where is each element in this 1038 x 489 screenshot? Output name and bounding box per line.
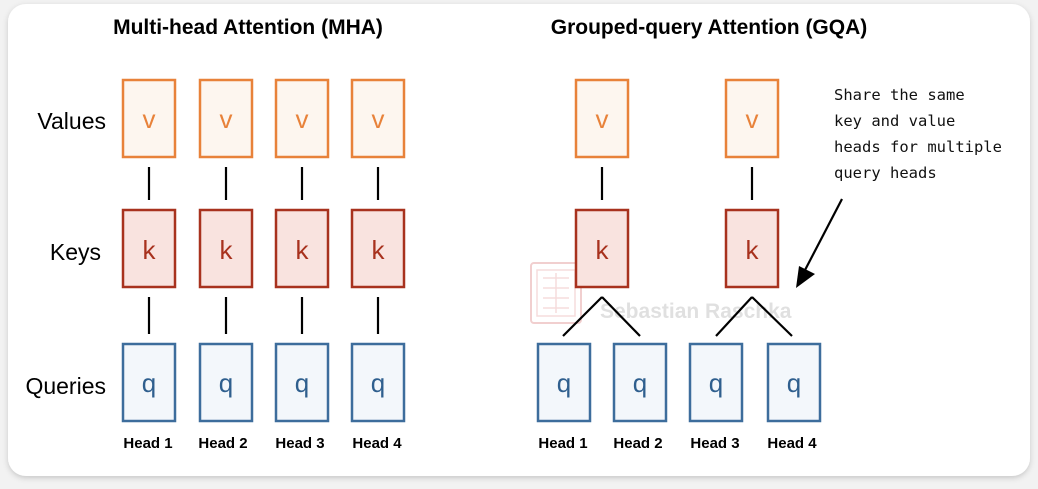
mha-value-box-3: v [274, 78, 330, 159]
annotation: Share the same key and value heads for m… [796, 86, 1002, 288]
mha-value-box-2: v [198, 78, 254, 159]
mha-query-box-3: q [274, 342, 330, 423]
key-letter: k [596, 235, 610, 265]
gqa-query-box-1: q [536, 342, 592, 423]
query-letter: q [219, 368, 233, 398]
row-label-queries: Queries [25, 373, 106, 399]
key-letter: k [220, 235, 234, 265]
value-letter: v [220, 104, 233, 134]
annotation-line-4: query heads [834, 164, 937, 182]
gqa-head-label-4: Head 4 [767, 435, 817, 452]
key-letter: k [143, 235, 157, 265]
query-letter: q [787, 368, 801, 398]
mha-key-box-1: k [121, 208, 177, 289]
query-letter: q [709, 368, 723, 398]
gqa-query-box-3: q [688, 342, 744, 423]
query-letter: q [295, 368, 309, 398]
seal-stamp-icon [530, 262, 582, 324]
query-letter: q [142, 368, 156, 398]
annotation-line-3: heads for multiple [834, 138, 1002, 156]
mha-head-label-3: Head 3 [275, 435, 324, 452]
mha-query-box-4: q [350, 342, 406, 423]
gqa-key-box-2: k [724, 208, 780, 289]
mha-query-box-2: q [198, 342, 254, 423]
gqa-connectors [562, 167, 793, 337]
key-letter: k [746, 235, 760, 265]
value-letter: v [372, 104, 385, 134]
value-letter: v [746, 104, 759, 134]
annotation-line-2: key and value [834, 112, 955, 130]
mha-head-label-4: Head 4 [352, 435, 402, 452]
watermark-text: Sebastian Raschka [600, 300, 792, 323]
mha-title: Multi-head Attention (MHA) [113, 16, 383, 39]
row-label-values: Values [37, 108, 106, 134]
query-letter: q [633, 368, 647, 398]
mha-query-box-1: q [121, 342, 177, 423]
query-letter: q [557, 368, 571, 398]
mha-key-box-3: k [274, 208, 330, 289]
row-label-keys: Keys [50, 239, 101, 265]
mha-head-label-2: Head 2 [198, 435, 247, 452]
arrow-icon [796, 198, 843, 288]
gqa-head-label-2: Head 2 [613, 435, 662, 452]
gqa-query-box-4: q [766, 342, 822, 423]
gqa-query-box-2: q [612, 342, 668, 423]
mha-connectors [147, 167, 380, 334]
gqa-title: Grouped-query Attention (GQA) [551, 16, 868, 39]
value-letter: v [143, 104, 156, 134]
gqa-key-box-1: k [574, 208, 630, 289]
annotation-line-1: Share the same [834, 86, 965, 104]
mha-value-box-4: v [350, 78, 406, 159]
value-letter: v [296, 104, 309, 134]
gqa-value-box-1: v [574, 78, 630, 159]
mha-key-box-4: k [350, 208, 406, 289]
key-letter: k [372, 235, 386, 265]
mha-head-label-1: Head 1 [123, 435, 172, 452]
gqa-head-label-1: Head 1 [538, 435, 587, 452]
mha-key-box-2: k [198, 208, 254, 289]
gqa-head-label-3: Head 3 [690, 435, 739, 452]
value-letter: v [596, 104, 609, 134]
key-letter: k [296, 235, 310, 265]
mha-value-box-1: v [121, 78, 177, 159]
gqa-value-box-2: v [724, 78, 780, 159]
query-letter: q [371, 368, 385, 398]
